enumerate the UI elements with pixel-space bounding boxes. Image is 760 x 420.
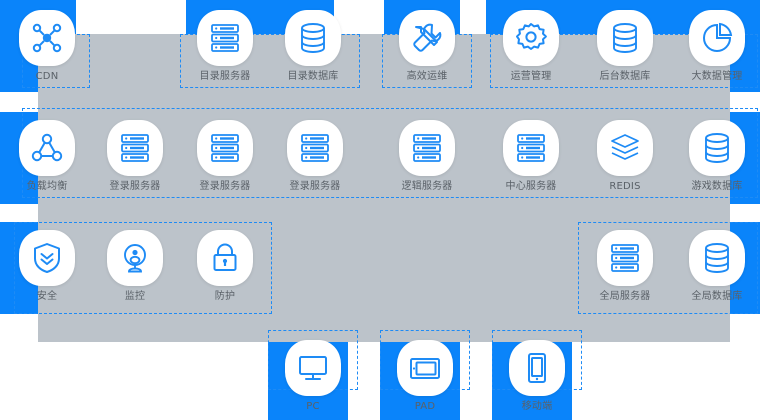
node-tile (399, 120, 455, 176)
node-tile (503, 10, 559, 66)
node-redis[interactable]: REDIS (586, 120, 664, 193)
node-tile (689, 120, 745, 176)
node-tile (689, 10, 745, 66)
node-tile (107, 120, 163, 176)
node-label: 负载均衡 (26, 181, 68, 192)
node-tile (19, 120, 75, 176)
database-cylinder-icon (609, 21, 641, 55)
layer-stack-icon (608, 131, 642, 165)
node-global-db[interactable]: 全局数据库 (678, 230, 756, 303)
server-rack-icon (608, 241, 642, 275)
node-label: 高效运维 (406, 71, 448, 82)
node-security[interactable]: 安全 (8, 230, 86, 303)
node-label: 目录服务器 (199, 71, 251, 82)
server-rack-icon (118, 131, 152, 165)
node-logic-server[interactable]: 逻辑服务器 (388, 120, 466, 193)
node-label: 游戏数据库 (691, 181, 743, 192)
server-rack-icon (410, 131, 444, 165)
lock-icon (208, 241, 242, 275)
node-label: 防护 (214, 291, 236, 302)
node-login-server-3[interactable]: 登录服务器 (276, 120, 354, 193)
node-tile (597, 230, 653, 286)
gear-icon (514, 21, 548, 55)
node-label: 中心服务器 (505, 181, 557, 192)
node-label: 后台数据库 (599, 71, 651, 82)
node-client-mobile[interactable]: 移动端 (498, 340, 576, 413)
smartphone-icon (520, 351, 554, 385)
node-dir-server[interactable]: 目录服务器 (186, 10, 264, 83)
node-load-balancer[interactable]: 负载均衡 (8, 120, 86, 193)
database-cylinder-icon (701, 131, 733, 165)
node-tile (597, 10, 653, 66)
node-center-server[interactable]: 中心服务器 (492, 120, 570, 193)
node-label: 全局服务器 (599, 291, 651, 302)
gray-backdrop-panel (38, 34, 730, 342)
camera-icon (118, 241, 152, 275)
network-nodes-icon (29, 20, 65, 56)
node-login-server-1[interactable]: 登录服务器 (96, 120, 174, 193)
shield-icon (30, 241, 64, 275)
node-tile (197, 10, 253, 66)
node-label: 登录服务器 (109, 181, 161, 192)
node-tile (509, 340, 565, 396)
node-monitor[interactable]: 监控 (96, 230, 174, 303)
node-tile (689, 230, 745, 286)
node-tile (19, 10, 75, 66)
node-protection[interactable]: 防护 (186, 230, 264, 303)
group-box-global (578, 222, 758, 314)
node-tile (19, 230, 75, 286)
node-tile (597, 120, 653, 176)
group-box-security (14, 222, 272, 314)
node-label: 目录数据库 (287, 71, 339, 82)
node-label: 登录服务器 (199, 181, 251, 192)
node-tile (107, 230, 163, 286)
server-rack-icon (298, 131, 332, 165)
node-tile (503, 120, 559, 176)
node-label: 移动端 (521, 401, 553, 412)
node-client-pc[interactable]: PC (274, 340, 352, 413)
node-label: CDN (35, 71, 59, 82)
database-cylinder-icon (701, 241, 733, 275)
node-tile (287, 120, 343, 176)
server-rack-icon (208, 131, 242, 165)
node-label: 运营管理 (510, 71, 552, 82)
desktop-monitor-icon (296, 351, 330, 385)
node-label: 安全 (36, 291, 58, 302)
node-bigdata[interactable]: 大数据管理 (678, 10, 756, 83)
tablet-icon (408, 351, 442, 385)
node-global-server[interactable]: 全局服务器 (586, 230, 664, 303)
node-tile (285, 10, 341, 66)
wrench-screwdriver-icon (410, 21, 444, 55)
node-label: PAD (414, 401, 436, 412)
node-tile (285, 340, 341, 396)
server-rack-icon (208, 21, 242, 55)
server-rack-icon (514, 131, 548, 165)
database-cylinder-icon (297, 21, 329, 55)
node-ops-mgmt[interactable]: 运营管理 (492, 10, 570, 83)
node-label: REDIS (609, 181, 641, 192)
node-backend-db[interactable]: 后台数据库 (586, 10, 664, 83)
node-label: PC (306, 401, 320, 412)
node-tile (197, 230, 253, 286)
node-client-pad[interactable]: PAD (386, 340, 464, 413)
node-label: 登录服务器 (289, 181, 341, 192)
group-box-directory (180, 34, 360, 88)
node-dir-db[interactable]: 目录数据库 (274, 10, 352, 83)
load-balancer-icon (30, 131, 64, 165)
pie-chart-icon (700, 21, 734, 55)
node-label: 大数据管理 (691, 71, 743, 82)
node-label: 逻辑服务器 (401, 181, 453, 192)
node-label: 监控 (124, 291, 146, 302)
node-login-server-2[interactable]: 登录服务器 (186, 120, 264, 193)
node-tile (397, 340, 453, 396)
node-cdn[interactable]: CDN (8, 10, 86, 83)
node-ops[interactable]: 高效运维 (388, 10, 466, 83)
node-label: 全局数据库 (691, 291, 743, 302)
node-tile (399, 10, 455, 66)
node-tile (197, 120, 253, 176)
node-game-db[interactable]: 游戏数据库 (678, 120, 756, 193)
